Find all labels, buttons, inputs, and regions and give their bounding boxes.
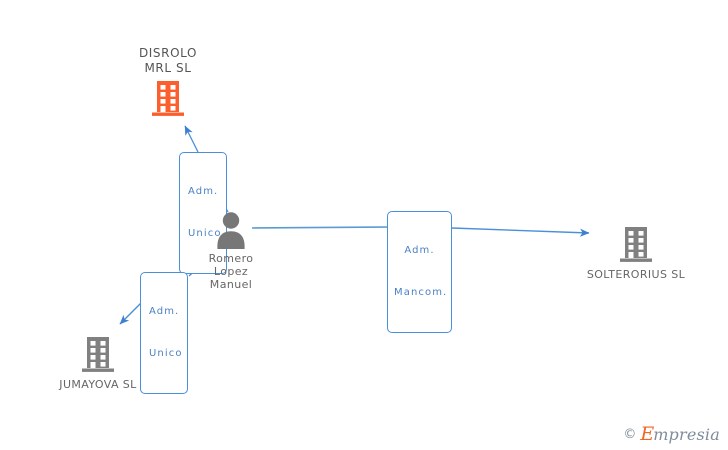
edge-label-line1: Adm. — [188, 186, 219, 197]
node-person-label-line1: Romero — [208, 252, 254, 265]
edge-label-line2: Unico — [188, 228, 222, 239]
node-solterorius-label: SOLTERORIUS SL — [586, 268, 686, 281]
watermark-empresia: © Empresia — [623, 425, 720, 444]
company-building-icon[interactable] — [151, 80, 185, 118]
company-building-icon[interactable] — [619, 226, 653, 264]
watermark-brand-rest: mpresia — [653, 425, 720, 444]
node-disrolo-label-line1: DISROLO — [138, 46, 198, 60]
edge-label-adm-unico-jumayova[interactable]: Adm. Unico — [140, 272, 188, 394]
edge-label-adm-unico-disrolo[interactable]: Adm. Unico — [179, 152, 227, 274]
person-icon[interactable] — [214, 210, 248, 250]
edge-label-adm-mancom-solterorius[interactable]: Adm. Mancom. — [387, 211, 452, 333]
edge-adm-unico-top-to-disrolo — [184, 125, 199, 153]
copyright-icon: © — [623, 427, 637, 442]
node-person-label-line2: Lopez — [213, 265, 249, 278]
node-jumayova-label: JUMAYOVA SL — [59, 378, 137, 391]
edge-label-line2: Unico — [149, 348, 183, 359]
node-jumayova[interactable]: JUMAYOVA SL — [46, 336, 150, 391]
edge-label-line1: Adm. — [149, 306, 180, 317]
edge-adm-mancom-to-solterorius — [451, 227, 590, 237]
watermark-brand-initial: E — [640, 423, 655, 445]
node-solterorius[interactable]: SOLTERORIUS SL — [581, 226, 691, 281]
node-disrolo-label-line2: MRL SL — [144, 61, 192, 75]
company-building-icon[interactable] — [81, 336, 115, 374]
edge-adm-unico-bottom-to-jumayova — [119, 302, 142, 325]
node-person-label-line3: Manuel — [209, 278, 253, 291]
edge-label-line1: Adm. — [404, 245, 435, 256]
edge-label-line2: Mancom. — [394, 287, 448, 298]
